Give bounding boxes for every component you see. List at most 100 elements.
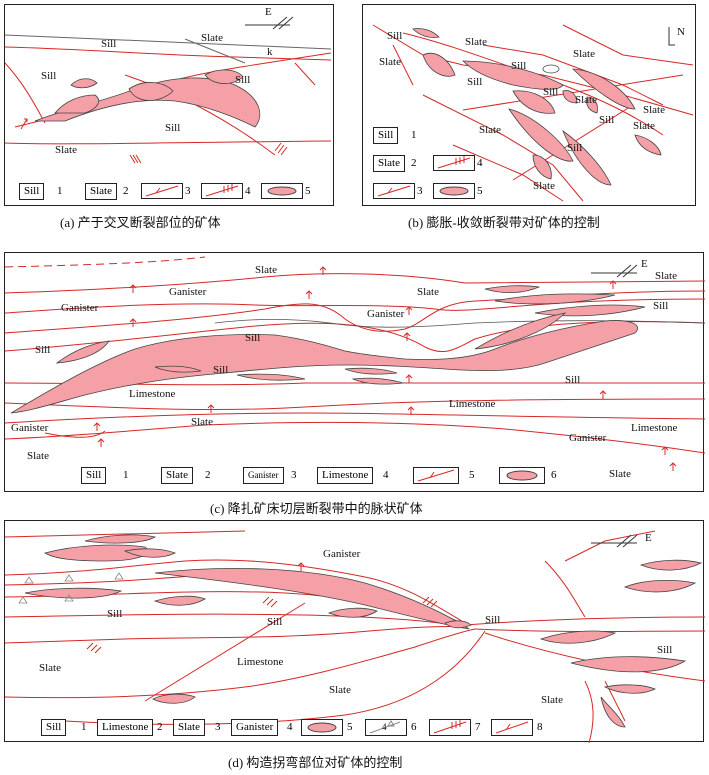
legend-hatch-symbol [201,183,243,199]
legend-num: 4 [287,721,293,733]
rock-label: Slate [633,120,655,132]
rock-label: Ganister [323,548,361,560]
ore-body-icon [506,470,538,481]
rock-label: Sill [245,332,261,344]
legend-num: 3 [417,185,423,197]
panel-b-map [372,24,694,202]
rock-label: Sill [599,114,615,126]
legend-num: 5 [347,721,353,733]
legend-slate: Slate [85,183,117,200]
legend-fault-symbol [491,719,533,736]
legend-limestone: Limestone [317,467,374,484]
legend-num: 1 [411,129,417,141]
legend-ganister: Ganister [243,467,284,484]
panel-a-map [5,16,332,164]
legend-num: 4 [477,157,483,169]
legend-fault-symbol [413,467,459,484]
legend-num: 3 [215,721,221,733]
triangle-number: 4 [382,722,387,732]
legend-sill: Sill [373,127,399,144]
legend-hatch-symbol [429,719,471,736]
legend-num: 5 [469,469,475,481]
legend-num: 7 [475,721,481,733]
rock-label: Ganister [367,308,405,320]
rock-label: Ganister [61,302,99,314]
ore-body-icon [307,722,337,733]
legend-fault-symbol [141,183,183,199]
rock-label: Slate [655,270,677,282]
caption-a: (a) 产于交叉断裂部位的矿体 [60,215,221,230]
rock-label: Sill [511,60,527,72]
legend-num: 5 [305,185,311,197]
legend-num: 1 [81,721,87,733]
legend-slate: Slate [373,155,405,172]
legend-num: 5 [477,185,483,197]
rock-label: Sill [235,74,251,86]
rock-label: Limestone [449,398,496,410]
rock-label: Slate [201,32,223,44]
rock-label: Ganister [169,286,207,298]
legend-num: 1 [57,185,63,197]
rock-label: Sill [387,30,403,42]
rock-label: Sill [107,608,123,620]
rock-label: Sill [567,142,583,154]
rock-label: Slate [329,684,351,696]
rock-label: Sill [467,76,483,88]
rock-label: Sill [565,374,581,386]
rock-label: Limestone [237,656,284,668]
rock-label: Limestone [631,422,678,434]
rock-label: Slate [575,94,597,106]
rock-label: Ganister [11,422,49,434]
panel-a: E Sill Slate k Sill Sill Sill Slate Sill… [4,4,334,206]
hatched-fault-icon [205,184,239,197]
rock-label: Sill [543,86,559,98]
triangle-breccia-icon [369,720,401,734]
legend-num: 2 [205,469,211,481]
fault-arrow-icon [377,185,411,197]
legend-num: 4 [383,469,389,481]
legend-slate: Slate [173,719,205,736]
rock-label: Slate [573,48,595,60]
rock-label: Slate [55,144,77,156]
panel-d: E Ganister Sill Sill Sill Sill Limestone… [4,520,705,743]
rock-label: Slate [541,694,563,706]
rock-label: Sill [653,300,669,312]
legend-num: 3 [291,469,297,481]
legend-num: 2 [123,185,129,197]
ore-body-icon [439,186,469,196]
rock-label: Slate [379,56,401,68]
panel-c: E Slate Slate Slate Ganister Ganister Ga… [4,252,705,492]
compass-label: E [641,258,648,270]
panel-b: N Sill Slate Slate Sill Sill Slate Slate… [362,4,696,206]
rock-label: Slate [465,36,487,48]
rock-label: Sill [267,616,283,628]
legend-sill: Sill [19,183,45,200]
legend-ore-symbol [301,719,343,736]
rock-label: Sill [35,344,51,356]
legend-slate: Slate [161,467,193,484]
compass-label: E [645,532,652,544]
legend-num: 4 [245,185,251,197]
rock-label: k [267,46,273,58]
compass-label: E [265,6,272,18]
rock-label: Sill [213,364,229,376]
legend-ore-symbol [261,183,303,199]
legend-num: 8 [537,721,543,733]
caption-c: (c) 降扎矿床切层断裂带中的脉状矿体 [210,501,423,516]
caption-d: (d) 构造拐弯部位对矿体的控制 [228,755,403,770]
rock-label: Slate [533,180,555,192]
hatched-fault-icon [437,156,471,169]
rock-label: Limestone [129,388,176,400]
rock-label: Slate [417,286,439,298]
rock-label: Slate [255,264,277,276]
legend-limestone: Limestone [97,719,154,736]
legend-num: 6 [551,469,557,481]
rock-label: Slate [191,416,213,428]
legend-sill: Sill [81,467,107,484]
rock-label: Sill [101,38,117,50]
rock-label: Sill [657,644,673,656]
legend-triangle-symbol: 4 [365,719,407,736]
legend-hatch-symbol [433,155,475,171]
compass-label: N [677,26,685,38]
rock-label: Slate [479,124,501,136]
